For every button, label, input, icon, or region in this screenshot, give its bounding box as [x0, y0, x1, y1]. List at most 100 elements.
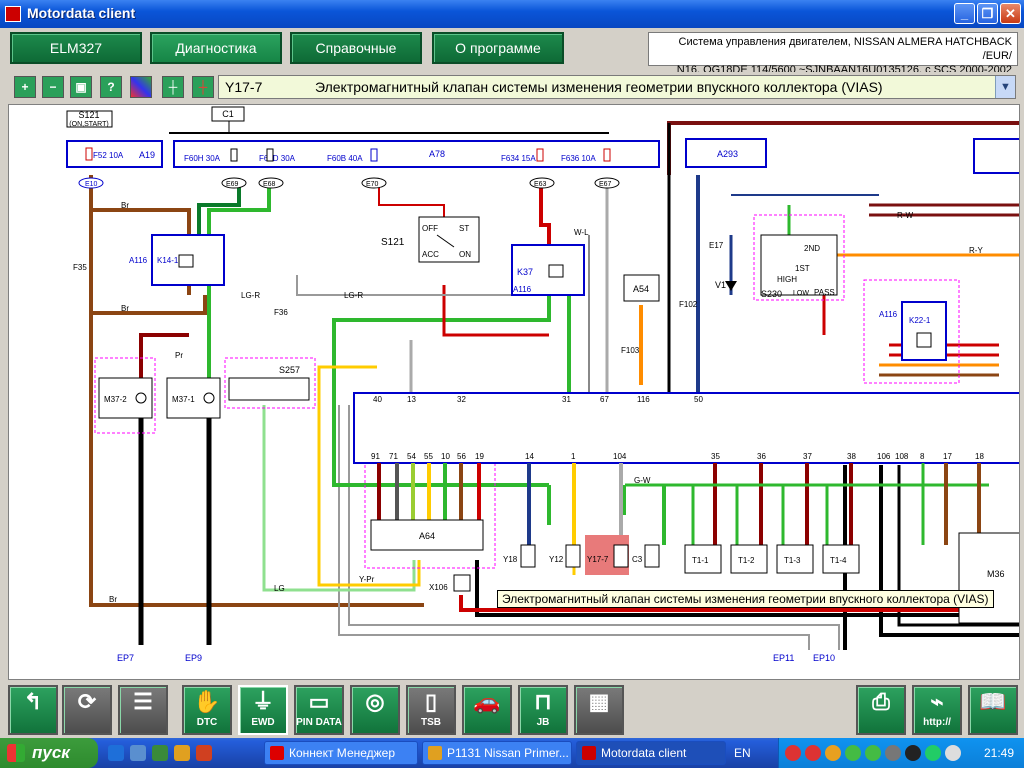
book-icon: 📖: [979, 689, 1007, 714]
task-chrome[interactable]: P1131 Nissan Primer...: [422, 741, 572, 765]
wire-label-lg-r: LG-R: [241, 291, 260, 300]
marker-icon[interactable]: ┼: [192, 76, 214, 98]
chrome-tray-icon[interactable]: [825, 745, 841, 761]
multimeter-button[interactable]: ◎: [350, 685, 400, 735]
label-c3: C3: [632, 555, 643, 564]
label-a116-3: A116: [879, 310, 898, 319]
task-connect-manager[interactable]: Коннект Менеджер: [264, 741, 418, 765]
car-icon: 🚗: [473, 689, 501, 714]
help-icon[interactable]: ?: [100, 76, 122, 98]
label-e63: E63: [534, 181, 547, 188]
start-button[interactable]: пуск: [0, 738, 98, 768]
zoom-in-icon[interactable]: +: [14, 76, 36, 98]
wire-label-pr: Pr: [175, 351, 183, 360]
grid-button[interactable]: ▦: [574, 685, 624, 735]
label-fuse-f60d: F60D 30A: [259, 154, 296, 163]
volume-icon[interactable]: [945, 745, 961, 761]
nvidia-icon[interactable]: [925, 745, 941, 761]
refresh-icon: ⟳: [77, 689, 97, 714]
nav-reference-button[interactable]: Справочные данные: [290, 32, 422, 84]
label-s257: S257: [279, 365, 300, 375]
wire-label-r-w: R-W: [897, 211, 913, 220]
label-sw-off: OFF: [422, 224, 438, 233]
jb-icon: ⊓: [534, 689, 552, 714]
zoom-out-icon[interactable]: −: [42, 76, 64, 98]
pin-13: 13: [407, 395, 416, 404]
task-motordata[interactable]: Motordata client: [576, 741, 726, 765]
language-indicator[interactable]: EN: [734, 746, 751, 760]
show-desktop-icon[interactable]: [130, 745, 146, 761]
pin-91: 91: [371, 452, 380, 461]
printer-icon: ⎙: [872, 689, 890, 714]
dtc-button[interactable]: ✋DTC: [182, 685, 232, 735]
maximize-button[interactable]: ❐: [977, 3, 998, 24]
minimize-button[interactable]: _: [954, 3, 975, 24]
crosshair-icon[interactable]: ┼: [162, 76, 184, 98]
wire-label-w-l: W-L: [574, 228, 589, 237]
shield-icon[interactable]: [885, 745, 901, 761]
fit-icon[interactable]: ▣: [70, 76, 92, 98]
label-t1-2: T1-2: [738, 556, 755, 565]
back-icon: ↰: [23, 689, 43, 714]
clock[interactable]: 21:49: [983, 746, 1014, 760]
chrome-icon[interactable]: [174, 745, 190, 761]
opera-tray-icon[interactable]: [805, 745, 821, 761]
refresh-button[interactable]: ⟳: [62, 685, 112, 735]
component-select[interactable]: Y17-7 Электромагнитный клапан системы из…: [218, 75, 1016, 99]
label-ep9: EP9: [185, 653, 202, 663]
http-button[interactable]: ⌁http://: [912, 685, 962, 735]
nav-diagnostics-button[interactable]: Диагностика: [150, 32, 282, 64]
app-quicklaunch-icon[interactable]: [196, 745, 212, 761]
antivirus-icon[interactable]: [785, 745, 801, 761]
pin-40: 40: [373, 395, 382, 404]
nav-about-button[interactable]: О программе: [432, 32, 564, 64]
nav-elm327-button[interactable]: ELM327: [10, 32, 142, 64]
label-ep10: EP10: [813, 653, 835, 663]
system-tray: 21:49: [778, 738, 1024, 768]
back-button[interactable]: ↰: [8, 685, 58, 735]
label-y17-7: Y17-7: [587, 555, 609, 564]
tsb-button[interactable]: ▯TSB: [406, 685, 456, 735]
label-block-a78: A78: [429, 149, 445, 159]
pin-17: 17: [943, 452, 952, 461]
chat-icon: ☰: [133, 689, 153, 714]
book-button[interactable]: 📖: [968, 685, 1018, 735]
pin-67: 67: [600, 395, 609, 404]
ewd-button[interactable]: ⏚EWD: [238, 685, 288, 735]
label-f102: F102: [679, 300, 698, 309]
update-icon[interactable]: [865, 745, 881, 761]
chat-button[interactable]: ☰: [118, 685, 168, 735]
wiring-diagram-canvas[interactable]: S121 (ON,START) C1 F52 10A A19 F60H 30A …: [9, 105, 1019, 679]
pin-data-button[interactable]: ▭PIN DATA: [294, 685, 344, 735]
top-nav: ELM327 Диагностика Справочные данные О п…: [0, 28, 1024, 84]
pin-14: 14: [525, 452, 534, 461]
label-s230-1st: 1ST: [795, 264, 810, 273]
label-s230-2nd: 2ND: [804, 244, 820, 253]
ie-icon[interactable]: [108, 745, 124, 761]
print-button[interactable]: ⎙: [856, 685, 906, 735]
label-t1-3: T1-3: [784, 556, 801, 565]
wire-label-lg-r-2: LG-R: [344, 291, 363, 300]
media-icon[interactable]: [152, 745, 168, 761]
wire-label-g-w: G-W: [634, 476, 651, 485]
label-e69: E69: [226, 181, 239, 188]
close-button[interactable]: ✕: [1000, 3, 1021, 24]
chrome-icon: [428, 746, 442, 760]
color-icon[interactable]: [130, 76, 152, 98]
pin-37: 37: [803, 452, 812, 461]
car-button[interactable]: 🚗: [462, 685, 512, 735]
pin-1: 1: [571, 452, 576, 461]
jb-button[interactable]: ⊓JB: [518, 685, 568, 735]
motordata-icon: [582, 746, 596, 760]
title-bar[interactable]: Motordata client _ ❐ ✕: [0, 0, 1024, 28]
media-tray-icon[interactable]: [905, 745, 921, 761]
label-relay-k37: K37: [517, 267, 533, 277]
wiring-diagram[interactable]: S121 (ON,START) C1 F52 10A A19 F60H 30A …: [8, 104, 1020, 680]
network-icon[interactable]: [845, 745, 861, 761]
chevron-down-icon[interactable]: ▼: [995, 76, 1015, 98]
vehicle-info: Система управления двигателем, NISSAN AL…: [648, 32, 1018, 76]
label-a54: A54: [633, 284, 649, 294]
label-m37-2: M37-2: [104, 395, 127, 404]
label-fuse-f60h: F60H 30A: [184, 154, 221, 163]
label-fuse-f60b: F60B 40A: [327, 154, 363, 163]
